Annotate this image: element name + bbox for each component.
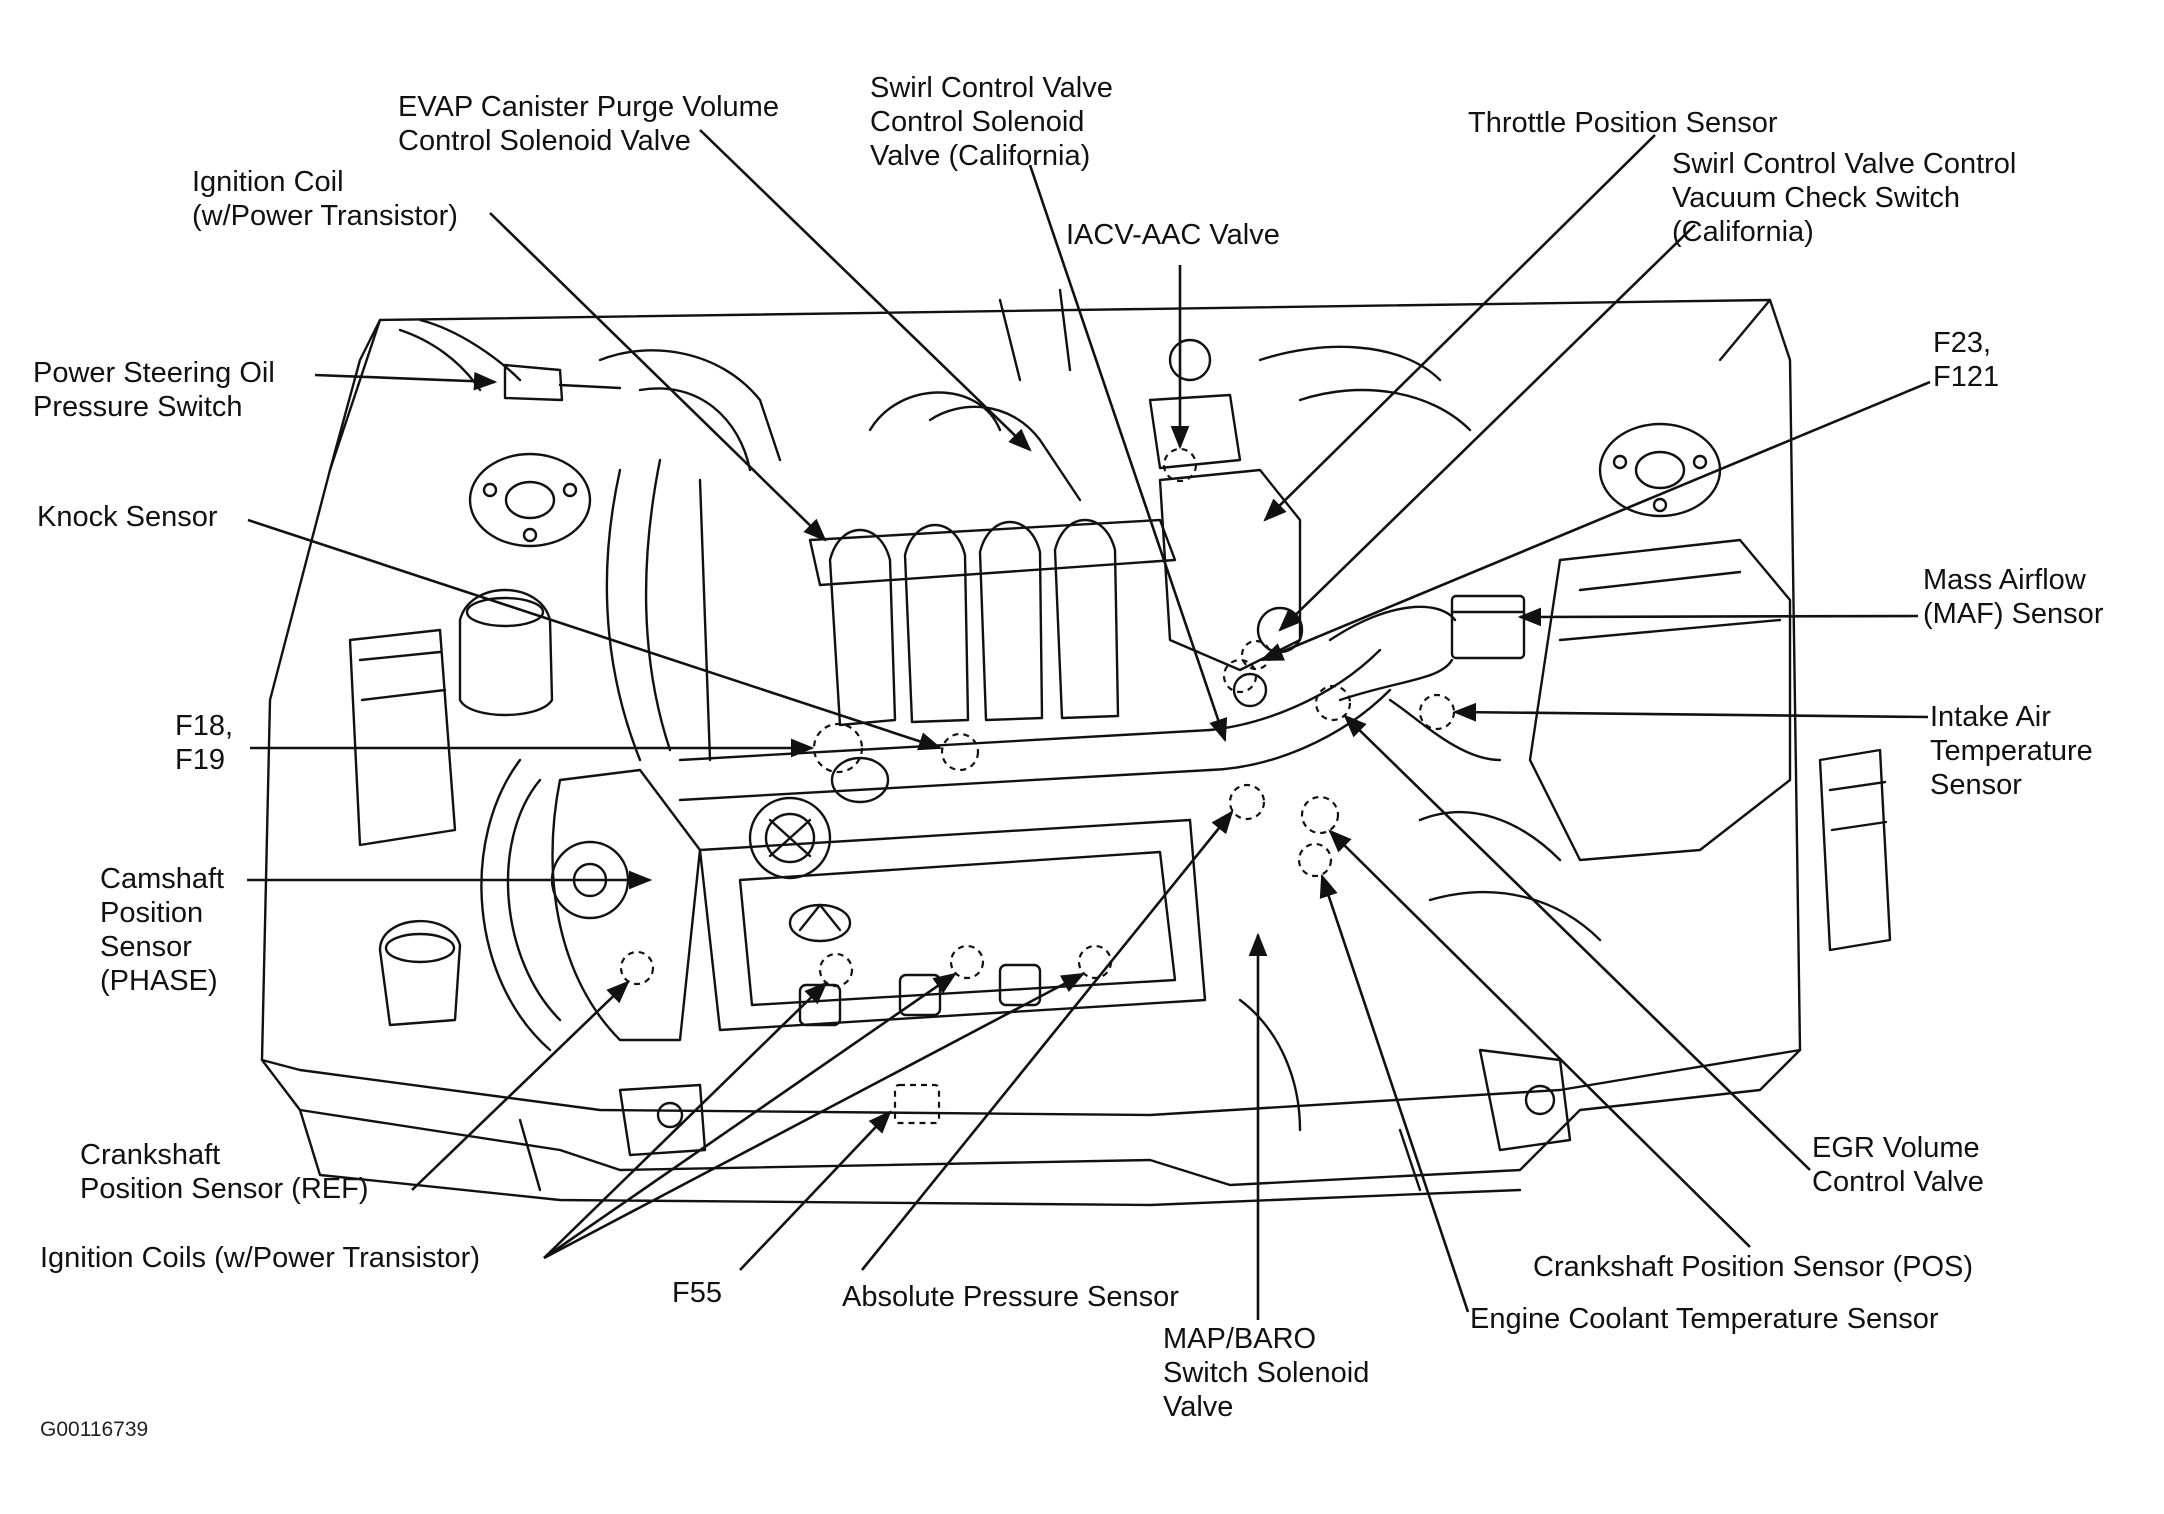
leader-knock [247,518,943,751]
figure-id: G00116739 [40,1418,149,1441]
label-f55: F55 [672,1277,722,1309]
label-throttle-position: Throttle Position Sensor [1468,107,1778,139]
marker-f55 [893,1083,941,1125]
leader-coil-b [543,972,957,1260]
marker-knock-sensor [940,732,980,772]
leader-intake-air [1452,702,1929,722]
engine-bay-outline [260,288,1892,1207]
leader-throttle [1263,134,1656,522]
label-ignition-coils: Ignition Coils (w/Power Transistor) [40,1242,480,1274]
leader-crank-ref [411,980,630,1191]
marker-abs-pressure [1228,783,1266,821]
leader-abs-pressure [860,810,1234,1271]
label-iacv-aac: IACV-AAC Valve [1066,219,1280,251]
marker-crank-ref [619,950,655,986]
label-maf-sensor: Mass Airflow(MAF) Sensor [1923,564,2104,630]
marker-coolant [1297,842,1333,878]
label-f23-f121: F23,F121 [1933,327,2000,393]
leader-egr [1343,714,1811,1171]
leader-coil-a [543,981,828,1259]
label-ignition-coil: Ignition Coil(w/Power Transistor) [192,166,458,232]
leader-power-steering [314,371,498,391]
marker-coil-3 [1077,944,1113,980]
label-engine-coolant: Engine Coolant Temperature Sensor [1470,1303,1939,1335]
label-absolute-pressure: Absolute Pressure Sensor [842,1281,1179,1313]
label-f18-f19: F18,F19 [175,710,234,776]
leader-coil-c [543,972,1086,1260]
leader-swirl-solenoid [1028,164,1228,743]
marker-egr [1314,684,1352,722]
marker-coil-2 [949,944,985,980]
marker-f18 [812,722,864,774]
leader-ignition-coil [489,212,827,542]
leader-coolant [1319,873,1470,1313]
leader-f23 [1259,380,1931,662]
leader-maf [1517,607,1919,627]
marker-coil-1 [818,952,854,988]
marker-crank-pos [1300,795,1340,835]
leader-swirl-vacuum [1278,224,1696,632]
leader-crank-pos [1328,829,1751,1248]
component-location-markers [619,447,1456,1125]
marker-iacv-aac [1162,447,1198,483]
label-crankshaft-pos: Crankshaft Position Sensor (POS) [1533,1251,1974,1283]
marker-intake-air [1418,693,1456,731]
marker-swirl-vacuum [1222,658,1258,694]
leader-lines [247,129,1931,1320]
leader-f55 [739,1110,892,1271]
leader-evap [699,129,1032,452]
label-knock-sensor: Knock Sensor [37,501,218,533]
